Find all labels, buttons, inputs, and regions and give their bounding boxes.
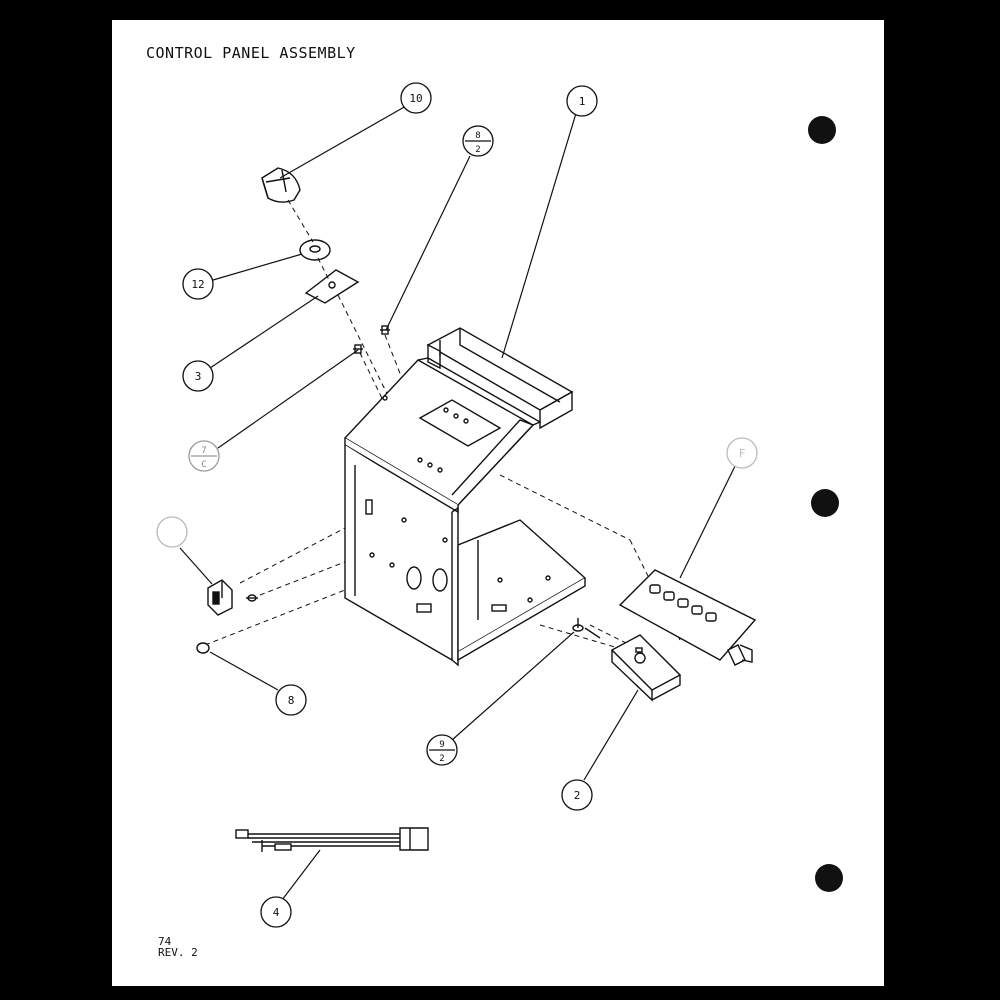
washer-part — [299, 239, 331, 261]
plate-part — [304, 269, 360, 304]
circuit-board-part — [618, 569, 757, 666]
punch-hole-middle — [811, 489, 839, 517]
drawing-sheet — [112, 20, 884, 986]
knob-part — [261, 167, 301, 203]
svg-text:8: 8 — [288, 694, 295, 707]
svg-text:9: 9 — [439, 740, 444, 750]
rocker-switch-part — [207, 579, 233, 616]
page-number: 74 — [158, 935, 172, 948]
svg-text:C: C — [201, 460, 206, 470]
callout-blank-right: F — [726, 437, 758, 469]
svg-text:8: 8 — [475, 131, 480, 141]
callout-10: 10 — [400, 82, 432, 114]
svg-text:F: F — [739, 447, 746, 460]
callout-8-2: 8 2 — [462, 125, 494, 157]
svg-text:1: 1 — [579, 95, 586, 108]
leader-lines — [179, 105, 739, 901]
callout-blank-left — [156, 516, 188, 548]
callout-1: 1 — [566, 85, 598, 117]
svg-text:4: 4 — [273, 906, 280, 919]
callout-7-c: 7 C — [188, 440, 220, 472]
svg-text:10: 10 — [409, 92, 422, 105]
punch-hole-bottom — [815, 864, 843, 892]
indicator-lamp-part — [196, 642, 210, 654]
svg-text:2: 2 — [574, 789, 581, 802]
punch-hole-top — [808, 116, 836, 144]
footer-revision-block: 74 REV. 2 — [158, 936, 198, 958]
callout-2: 2 — [561, 779, 593, 811]
switch-box-part — [610, 634, 682, 702]
callout-12: 12 — [182, 268, 214, 300]
callout-8: 8 — [275, 684, 307, 716]
svg-text:2: 2 — [475, 145, 480, 155]
chassis-part — [343, 357, 587, 667]
wire-harness-part — [235, 827, 429, 852]
diagram-title: CONTROL PANEL ASSEMBLY — [146, 44, 356, 62]
screw-part-switch — [246, 594, 258, 602]
revision-label: REV. 2 — [158, 946, 198, 959]
svg-text:12: 12 — [191, 278, 204, 291]
svg-text:3: 3 — [195, 370, 202, 383]
screw-part-left — [353, 344, 363, 354]
svg-text:2: 2 — [439, 754, 444, 764]
callout-9-2: 9 2 — [426, 734, 458, 766]
svg-text:7: 7 — [201, 446, 206, 456]
fastener-part-tray — [572, 618, 601, 639]
callout-3: 3 — [182, 360, 214, 392]
screw-part-upper — [380, 325, 390, 335]
callout-4: 4 — [260, 896, 292, 928]
